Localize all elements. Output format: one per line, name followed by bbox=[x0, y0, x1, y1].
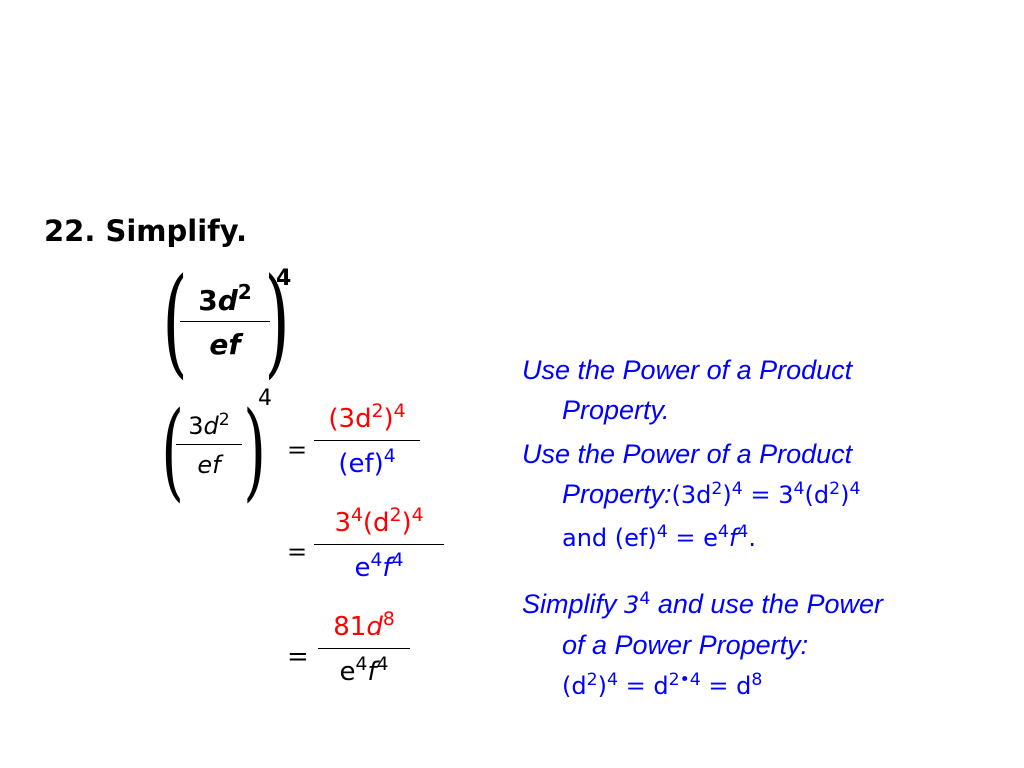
step2-denominator: e4f4 bbox=[354, 549, 404, 583]
problem-heading: 22. Simplify. bbox=[44, 214, 248, 248]
note-power-of-product-2: Use the Power of a Product Property:(3d2… bbox=[522, 439, 861, 552]
equals-sign-3: = bbox=[287, 642, 309, 672]
note-power-of-power: Simplify 34 and use the Power of a Power… bbox=[522, 588, 883, 700]
note-power-of-product-1: Use the Power of a Product Property. bbox=[522, 355, 853, 425]
equals-sign-2: = bbox=[287, 538, 308, 566]
expr-fraction-bar bbox=[180, 321, 270, 322]
equals-sign-1: = bbox=[287, 436, 308, 464]
step1-fraction: (3d2)4 (ef)4 bbox=[314, 400, 420, 479]
step3-fraction: 81d8 e4f4 bbox=[318, 608, 410, 687]
step1-numerator: (3d2)4 bbox=[328, 400, 406, 434]
step2-numerator: 34(d2)4 bbox=[334, 504, 424, 538]
expr-outer-exponent: 4 bbox=[276, 266, 292, 291]
expr-denominator: ef bbox=[209, 328, 241, 361]
step2-fraction: 34(d2)4 e4f4 bbox=[314, 504, 444, 583]
step3-denominator: e4f4 bbox=[339, 653, 389, 687]
step1-denominator: (ef)4 bbox=[338, 445, 396, 479]
step3-numerator: 81d8 bbox=[333, 608, 395, 642]
expr-numerator: 3d2 bbox=[198, 279, 252, 317]
